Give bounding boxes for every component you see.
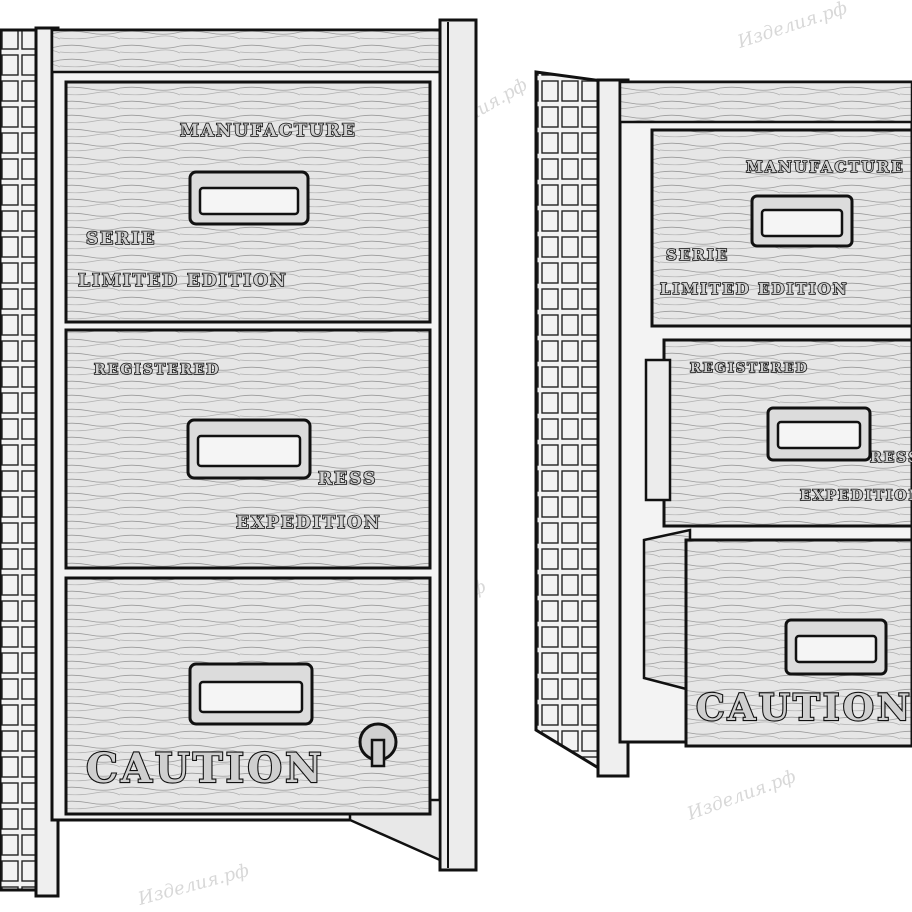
drawer-label: REGISTERED — [690, 361, 809, 376]
top-rail — [618, 80, 912, 124]
drawer-label: EXPEDITION — [800, 488, 912, 504]
watermark-text: Изделия.рф — [734, 0, 850, 53]
caution-symbol — [358, 722, 398, 768]
drawer-handle — [766, 406, 872, 462]
left-cabinet: MANUFACTURE SERIE LIMITED EDITION REGIST… — [0, 18, 478, 898]
drawer-label: REGISTERED — [94, 362, 220, 378]
drawer-label: MANUFACTURE — [180, 121, 357, 141]
drawer-label: CAUTION — [86, 745, 325, 792]
top-rail — [50, 28, 449, 74]
drawer-label: LIMITED EDITION — [78, 271, 288, 291]
drawer-handle — [784, 618, 888, 676]
drawer-label: SERIE — [666, 246, 729, 264]
cabinet-leg — [438, 18, 478, 872]
side-bracket — [644, 358, 672, 502]
drawer-handle — [750, 194, 854, 248]
watermark-text: Изделия.рф — [135, 860, 251, 910]
drawer-side — [642, 528, 692, 692]
drawer-handle — [186, 418, 312, 480]
side-panel — [0, 28, 38, 892]
drawer-label: RESS — [318, 469, 377, 489]
drawer-handle — [188, 170, 310, 226]
right-cabinet: MANUFACTURE SERIE LIMITED EDITION REGIST… — [534, 70, 912, 778]
drawer-label: LIMITED EDITION — [660, 280, 848, 298]
drawer-label: CAUTION — [696, 687, 912, 729]
drawer-label: EXPEDITION — [236, 513, 382, 533]
watermark-text: Изделия.рф — [684, 766, 799, 825]
drawer-label: RESS — [870, 450, 912, 466]
drawer-handle — [188, 662, 314, 726]
drawer-label: SERIE — [86, 229, 156, 249]
drawer-label: MANUFACTURE — [746, 158, 905, 176]
